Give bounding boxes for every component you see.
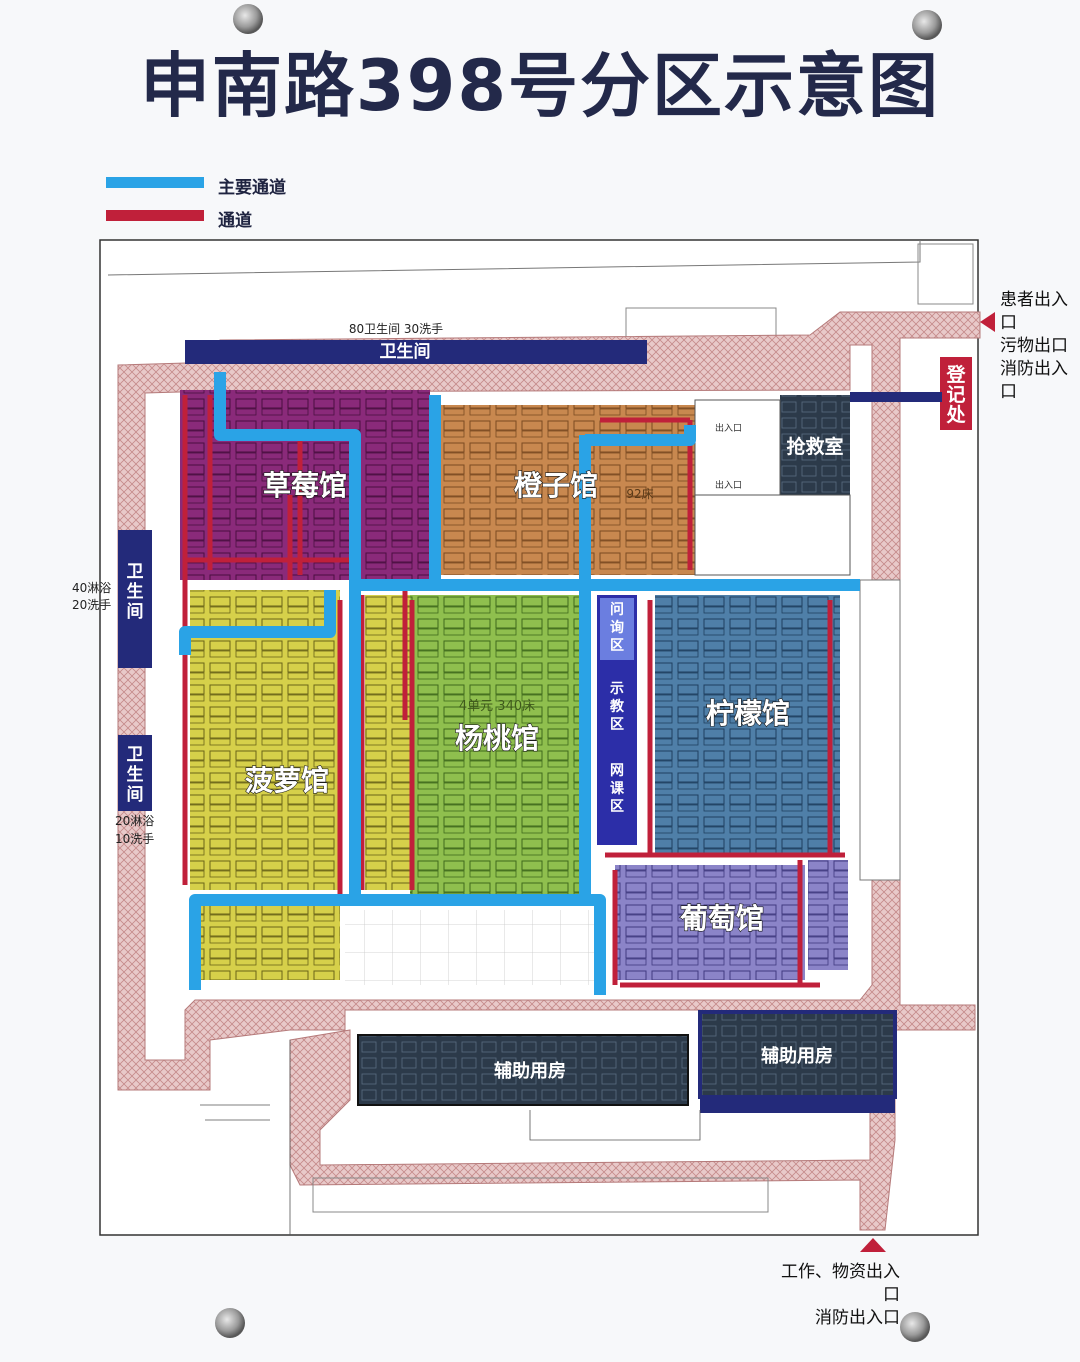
pineapple-hall-area-2 [195,905,340,980]
main-channel-lines [179,372,860,995]
screw [900,1312,930,1342]
rescue-room-area [780,395,850,495]
aux-building-2-base [700,1095,895,1113]
aux-building-1 [357,1034,689,1106]
consult-box [600,598,634,660]
left-restroom-note-2b: 10洗手 [115,832,154,846]
top-restroom-label: 卫生间 [380,341,431,362]
top-restroom-note: 80卫生间 30洗手 [349,322,443,336]
screw [233,4,263,34]
left-restroom-note-1a: 40淋浴 [72,581,111,595]
strawberry-hall-label: 草莓馆 [263,469,347,502]
registration-label-2: 记 [946,384,965,406]
aux-room-1-label: 辅助用房 [494,1060,566,1082]
orange-hall-area-2 [590,405,695,575]
teaching-area-label: 示教区 [610,681,625,733]
orange-beds-note: 92床 [626,487,653,501]
svg-text:问: 问 [610,601,624,618]
right-empty-area [859,579,901,881]
pineapple-hall-area [190,590,340,890]
registration-label-3: 处 [945,403,966,426]
legend-main-channel-label: 主要通道 [218,178,286,198]
top-right-exits: 患者出入口 污物出口 消防出入口 [1000,289,1080,404]
svg-text:卫: 卫 [127,562,144,582]
exit-fire-bottom: 消防出入口 [815,1308,900,1328]
parking-area [312,1177,769,1213]
svg-text:间: 间 [127,784,144,805]
svg-text:询: 询 [610,619,624,636]
lemon-hall-label: 柠檬馆 [706,697,790,730]
screw [912,10,942,40]
starfruit-beds-note: 4单元 340床 [459,699,535,714]
left-restroom-note-2a: 20淋浴 [115,814,154,828]
white-area-2 [694,494,851,576]
page-title: 申南路398号分区示意图 [139,45,941,127]
pineapple-hall-label: 菠萝馆 [245,764,329,797]
svg-text:课: 课 [610,781,625,797]
legend-main-channel-swatch [106,177,204,188]
exit-waste: 污物出口 [1000,336,1068,356]
grape-hall-label: 葡萄馆 [680,902,764,935]
registration-label-1: 登 [945,363,966,386]
left-restroom-2-label: 卫生间 [127,745,144,805]
left-restroom-1-label: 卫生间 [127,562,144,622]
svg-text:教: 教 [610,698,625,715]
exit-arrow-bottom [860,1238,886,1252]
left-restroom-block-1 [118,530,152,668]
consult-area-label: 问询区 [610,601,624,654]
svg-text:区: 区 [610,799,624,815]
exit-patient: 患者出入口 [1000,290,1068,333]
rescue-room-label: 抢救室 [786,435,843,458]
orange-hall-area [440,405,590,575]
lemon-hall-area [655,595,840,855]
svg-text:示: 示 [610,681,624,697]
corner-building-outline [917,243,974,305]
starfruit-hall-label: 杨桃馆 [455,722,539,755]
screw [215,1308,245,1338]
top-restroom-bar [185,340,647,364]
entry-label-1: 出入口 [715,422,742,434]
site-outline [107,240,921,276]
svg-text:区: 区 [610,638,624,654]
aux-building-2 [698,1010,897,1099]
svg-text:卫: 卫 [127,745,144,765]
svg-text:区: 区 [610,717,624,733]
grape-hall-area [615,865,805,980]
registration-block [940,357,972,430]
white-grid-area [345,910,600,985]
legend-channel-swatch [106,210,204,221]
svg-text:间: 间 [127,601,144,622]
left-restroom-block-2 [118,735,152,811]
orange-hall-label: 橙子馆 [514,469,598,502]
starfruit-hall-area [410,595,585,895]
exit-fire: 消防出入口 [1000,359,1068,402]
exit-arrow-top-right [980,312,995,332]
left-restroom-note-1b: 20洗手 [72,598,111,612]
white-area [694,399,781,496]
aux-room-2-label: 辅助用房 [761,1045,833,1067]
entry-label-2: 出入口 [715,479,742,491]
svg-text:生: 生 [127,764,144,785]
online-class-area-label: 网课区 [610,763,625,815]
exit-work-supplies: 工作、物资出入口 [781,1262,900,1305]
svg-text:网: 网 [610,763,624,779]
svg-text:生: 生 [127,581,144,602]
grape-side-area [808,860,848,970]
top-right-connector [850,392,942,402]
legend-channel-label: 通道 [218,211,252,231]
bottom-exits: 工作、物资出入口 消防出入口 [770,1261,900,1330]
channel-lines [182,395,845,988]
